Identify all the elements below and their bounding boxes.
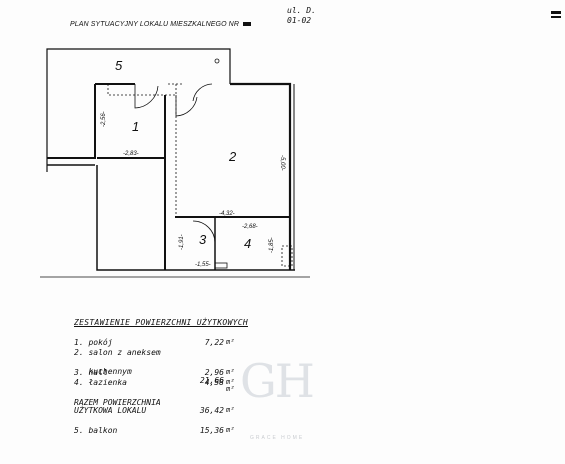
summary-row: kuchennym 21,66 m² [74, 358, 234, 403]
total-label-line1: RAZEM POWIERZCHNIA [74, 398, 161, 407]
room-number-2: 2 [228, 149, 237, 164]
total-unit: m² [226, 406, 235, 414]
total-label-line2: UŻYTKOWA LOKALU [74, 406, 147, 415]
summary-row-value: 21,66 [199, 376, 224, 385]
dimension-label: -1,91- [179, 234, 185, 250]
room-number-3: 3 [199, 232, 207, 247]
summary-row-label: 3. hall [74, 368, 108, 377]
watermark-label: GRACE HOME [250, 435, 305, 441]
dimension-label: -2,68- [242, 224, 258, 230]
balcony-value: 15,36 [199, 426, 224, 435]
watermark-logo: GH [240, 354, 315, 408]
address-ref-line1: ul. D. [287, 6, 316, 15]
corner-mark-2 [551, 16, 561, 18]
door-swing-room1 [134, 84, 159, 109]
address-ref-line2: 01-02 [287, 16, 312, 25]
balcony-unit: m² [226, 426, 235, 434]
dimension-label: -4,32- [219, 211, 235, 217]
plan-title: PLAN SYTUACYJNY LOKALU MIESZKALNEGO NR [70, 21, 252, 28]
summary-row-label: 4. łazienka [74, 378, 127, 387]
dimension-label: -5,00- [279, 155, 285, 171]
room-number-4: 4 [244, 236, 251, 251]
summary-row-label: kuchennym [74, 367, 132, 376]
summary-row-unit: m² [226, 338, 235, 346]
redacted-number-mark [243, 22, 252, 27]
balcony-label: 5. balkon [74, 426, 118, 435]
door-swing-balcony [175, 95, 198, 117]
plan-title-text: PLAN SYTUACYJNY LOKALU MIESZKALNEGO NR [70, 21, 239, 28]
corner-mark [551, 11, 561, 14]
summary-row-value: 7,22 [204, 338, 224, 347]
dimension-label: -1,55- [195, 262, 211, 268]
summary-row-unit: m² [226, 378, 235, 386]
total-value: 36,42 [199, 406, 224, 415]
door-swing-bathroom [192, 220, 216, 244]
summary-row-unit: m² [226, 368, 235, 376]
grace-home-watermark: GH GRACE HOME [232, 348, 336, 446]
summary-row-label: 2. salon z aneksem [74, 348, 161, 357]
balcony-outline [46, 48, 231, 172]
dimension-label: -1,85- [269, 237, 275, 253]
room-number-5: 5 [115, 58, 123, 73]
summary-row-value: 2,96 [204, 368, 224, 377]
summary-row-value: 4,58 [204, 378, 224, 387]
summary-row-label: 1. pokój [74, 338, 113, 347]
summary-row-unit: m² [226, 385, 235, 393]
dimension-label: -2,56- [101, 111, 107, 127]
summary-heading: ZESTAWIENIE POWIERZCHNI UŻYTKOWYCH [74, 318, 248, 327]
dimension-label: -2,83- [123, 151, 139, 157]
room-number-1: 1 [132, 119, 139, 134]
